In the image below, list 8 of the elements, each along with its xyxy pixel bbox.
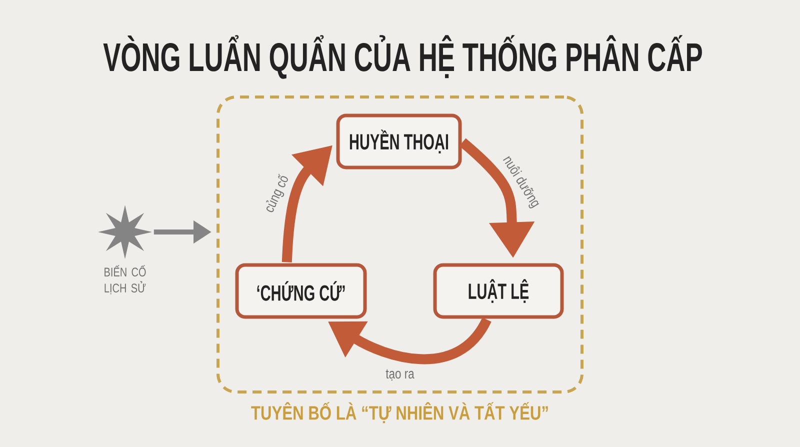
edge-label: củng cố — [266, 174, 288, 212]
node-caption: BIẾN CỐ LỊCH SỬ — [104, 265, 146, 294]
rounded-box: HUYỀN THOẠI — [336, 114, 462, 170]
edge-label: tạo ra — [386, 369, 414, 381]
frame-heading: TUYÊN BỐ LÀ “TỰ NHIÊN VÀ TẤT YẾU” — [251, 402, 548, 424]
title: VÒNG LUẨN QUẨN CỦA HỆ THỐNG PHÂN CẤP — [103, 35, 702, 79]
rounded-box: LUẬT LỆ — [433, 263, 564, 319]
rounded-box: ‘CHỨNG CỨ’ — [235, 263, 367, 319]
